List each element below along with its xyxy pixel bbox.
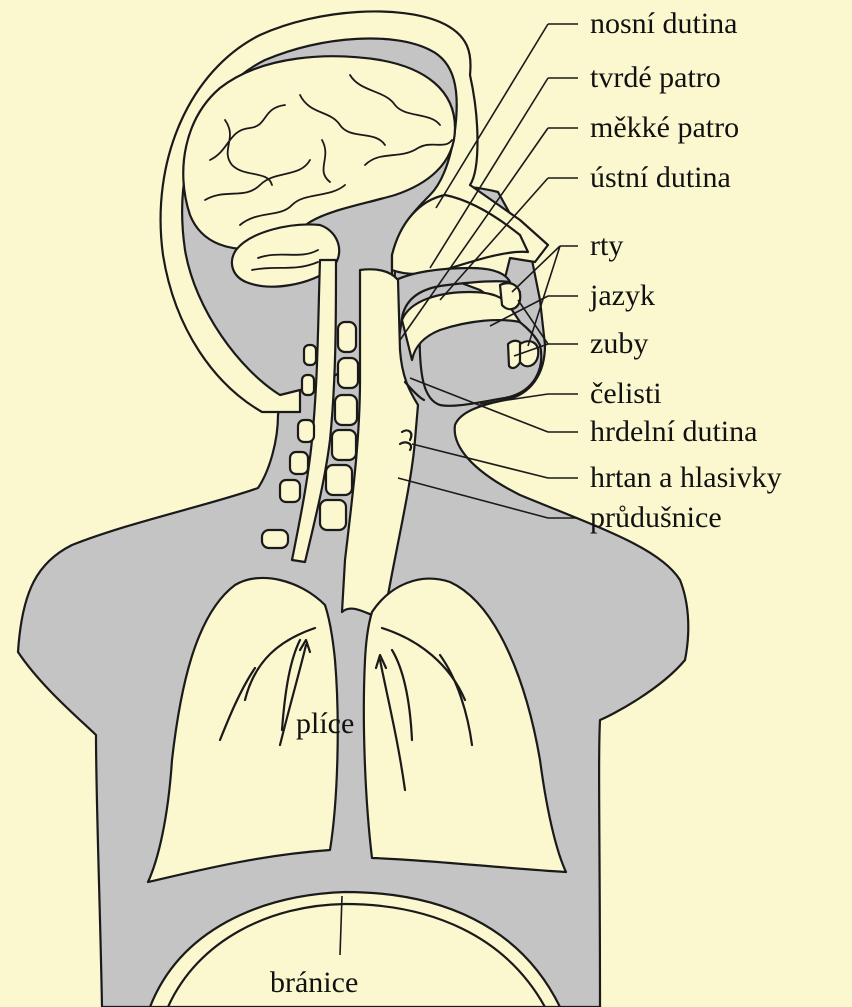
- label-nosni-dutina: nosní dutina: [590, 7, 738, 40]
- label-plice: plíce: [296, 707, 354, 740]
- label-celisti: čelisti: [590, 377, 662, 410]
- label-rty: rty: [590, 229, 623, 262]
- label-zuby: zuby: [590, 327, 648, 360]
- label-jazyk: jazyk: [589, 279, 655, 312]
- label-mekke-patro: měkké patro: [590, 111, 739, 144]
- label-hrtan: hrtan a hlasivky: [590, 461, 782, 494]
- label-prudusnice: průdušnice: [590, 501, 722, 534]
- label-ustni-dutina: ústní dutina: [590, 161, 731, 194]
- label-hrdelni-dutina: hrdelní dutina: [590, 415, 757, 448]
- label-tvrde-patro: tvrdé patro: [590, 61, 721, 94]
- label-branice: bránice: [270, 966, 358, 999]
